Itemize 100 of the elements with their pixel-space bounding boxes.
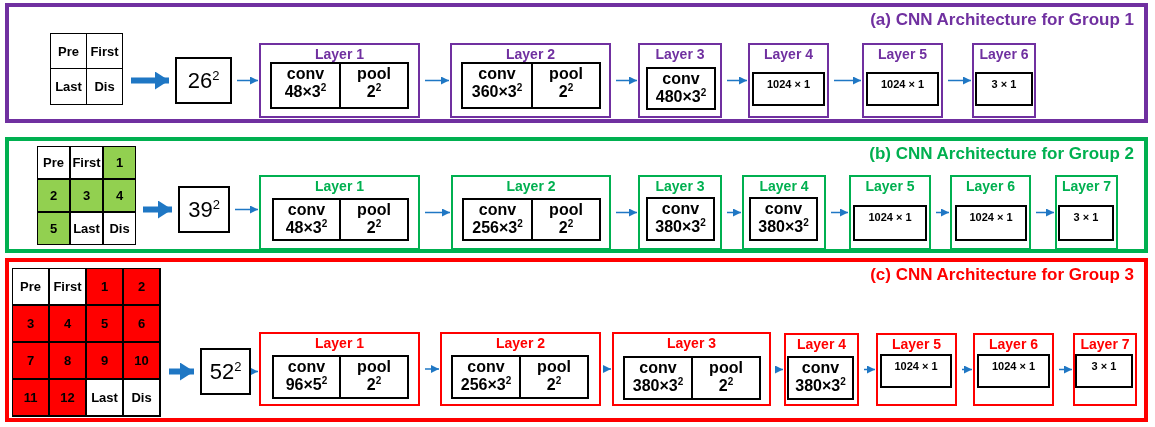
layer-box	[742, 175, 826, 250]
layer-box	[784, 333, 859, 406]
operation-label: conv	[286, 358, 327, 375]
kernel-size-label: 2$^{2}$	[558, 218, 574, 238]
output-size-label: 3 × 1	[1072, 210, 1100, 224]
kernel-size-label: 2$^{2}$	[546, 375, 562, 395]
arrow	[424, 76, 450, 85]
output-size-label: 1024 × 1	[968, 210, 1014, 224]
output-size-label: 1024 × 1	[893, 359, 939, 373]
layer-title: Layer 4	[795, 336, 847, 352]
arrow	[169, 362, 194, 381]
grid-cell	[103, 179, 136, 212]
kernel-size-label: 256×3$^{2}$	[471, 218, 524, 238]
operation-box	[623, 356, 693, 400]
grid-cell	[12, 268, 49, 305]
arrow	[424, 365, 440, 373]
input-grid	[12, 268, 161, 417]
layer-box	[612, 332, 771, 406]
kernel-size-label: 2$^{2}$	[718, 376, 734, 396]
layer-box	[638, 175, 722, 250]
layer-title: Layer 4	[758, 178, 810, 194]
layer-title: Layer 5	[890, 336, 942, 352]
cell-label: Last	[73, 221, 100, 236]
grid-cell	[123, 305, 160, 342]
arrow	[775, 365, 784, 374]
operation-label: conv	[477, 65, 517, 82]
operation-box	[787, 356, 854, 400]
cell-label: 2	[137, 279, 146, 294]
grid-cell	[37, 212, 70, 245]
kernel-size-label: 380×3$^{2}$	[794, 376, 847, 396]
layer-title: Layer 2	[494, 335, 546, 351]
layer-title: Layer 5	[864, 178, 916, 194]
cell-label: 5	[49, 221, 58, 236]
operation-box	[339, 62, 409, 109]
operation-label: conv	[286, 201, 327, 218]
operation-box	[752, 72, 825, 106]
operation-box	[749, 197, 818, 241]
layer-title: Layer 4	[762, 46, 814, 62]
arrow	[1035, 208, 1055, 217]
input-grid	[37, 146, 135, 245]
operation-label: pool	[548, 65, 584, 82]
operation-box	[1075, 354, 1133, 388]
arrow	[143, 200, 172, 219]
layer-title: Layer 2	[504, 46, 556, 62]
layer-box	[973, 333, 1054, 406]
cell-label: 2	[49, 188, 58, 203]
layer-title: Layer 7	[1079, 336, 1131, 352]
kernel-size-label: 2$^{2}$	[366, 82, 382, 102]
arrow	[935, 208, 950, 217]
panel-frame	[5, 137, 1148, 253]
kernel-size-label: 2$^{2}$	[558, 82, 574, 102]
arrow	[947, 76, 972, 85]
layer-title: Layer 2	[505, 178, 557, 194]
layer-box	[450, 43, 611, 118]
cell-label: First	[90, 43, 119, 59]
operation-box	[272, 198, 341, 241]
layer-title: Layer 5	[876, 46, 928, 62]
arrow	[726, 76, 748, 85]
arrow	[250, 367, 259, 376]
operation-box	[646, 67, 716, 110]
cell-label: 3	[26, 316, 35, 331]
layer-title: Layer 1	[313, 178, 365, 194]
grid-cell	[12, 305, 49, 342]
kernel-size-label: 96×5$^{2}$	[284, 375, 329, 395]
cell-label: Last	[91, 390, 118, 405]
arrow	[236, 76, 259, 85]
layer-title: Layer 1	[313, 335, 365, 351]
operation-box	[462, 198, 533, 241]
grid-cell	[70, 179, 103, 212]
layer-box	[451, 175, 611, 250]
operation-box	[646, 197, 715, 241]
layer-box	[748, 43, 829, 118]
cell-label: Dis	[109, 221, 130, 236]
cell-label: 11	[23, 390, 38, 405]
cell-label: 6	[137, 316, 146, 331]
layer-box	[849, 175, 931, 250]
grid-cell	[12, 379, 49, 416]
output-size-label: 1024 × 1	[990, 359, 1037, 373]
operation-label: conv	[466, 358, 506, 375]
panel-frame	[5, 3, 1148, 123]
operation-box	[339, 355, 409, 399]
layer-title: Layer 3	[654, 46, 706, 62]
grid-cell	[70, 212, 103, 245]
operation-label: pool	[548, 201, 584, 218]
layer-box	[876, 333, 957, 406]
cell-label: 12	[60, 390, 75, 405]
output-size-label: 1024 × 1	[867, 210, 913, 224]
layer-box	[1055, 175, 1118, 250]
cell-label: Pre	[58, 43, 79, 59]
kernel-size-label: 256×3$^{2}$	[459, 375, 513, 395]
input-size-label: 52$^{2}$	[209, 358, 242, 385]
input-size-box	[175, 57, 232, 104]
operation-label: pool	[356, 65, 392, 82]
operation-box	[975, 72, 1033, 106]
cell-label: First	[53, 279, 82, 294]
cell-label: Dis	[94, 79, 115, 94]
operation-box	[866, 72, 939, 106]
operation-label: conv	[661, 70, 701, 87]
output-size-label: 3 × 1	[1090, 359, 1118, 373]
cell-label: 1	[115, 155, 124, 170]
